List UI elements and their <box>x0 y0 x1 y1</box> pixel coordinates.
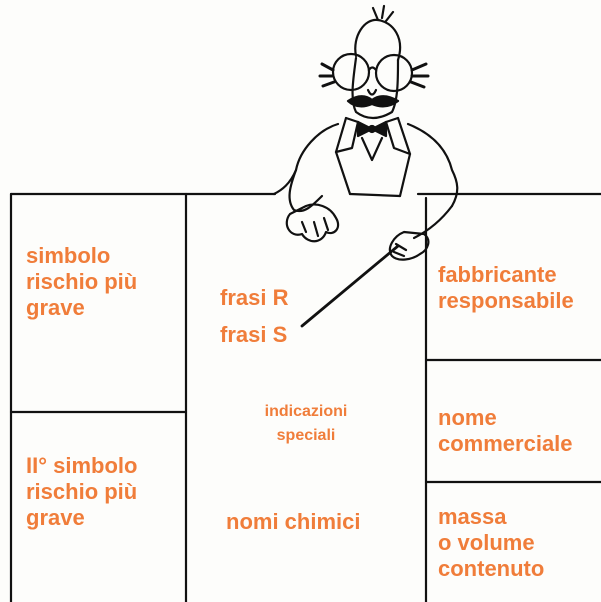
mass-volume-line-2: o volume <box>438 529 535 555</box>
mass-volume-line-3: contenuto <box>438 555 545 581</box>
r-phrases-label: frasi R <box>220 285 289 310</box>
manufacturer-line-2: responsabile <box>438 287 574 313</box>
manufacturer-label: fabbricante responsabile <box>438 262 574 314</box>
second-hazard-line-2: rischio più <box>26 478 138 504</box>
mass-volume-label: massa o volume contenuto <box>438 504 544 582</box>
manufacturer-line-1: fabbricante <box>438 262 557 287</box>
hazard-symbol-line-3: grave <box>26 294 85 320</box>
mass-volume-line-1: massa <box>438 504 507 529</box>
s-phrases-label: frasi S <box>220 322 288 347</box>
second-hazard-line-1: II° simbolo <box>26 453 138 478</box>
second-hazard-line-3: grave <box>26 504 85 530</box>
panel-borders <box>9 192 601 602</box>
hazard-symbol-line-1: simbolo <box>26 243 111 268</box>
trade-name-label: nome commerciale <box>438 405 573 457</box>
trade-name-line-2: commerciale <box>438 430 573 456</box>
special-indications-line-1: indicazioni <box>264 403 348 420</box>
special-indications-label: indicazioni speciali <box>236 400 376 448</box>
second-hazard-symbol-label: II° simbolo rischio più grave <box>26 453 137 531</box>
scientist-illustration <box>272 4 459 328</box>
hazard-symbol-line-2: rischio più <box>26 268 138 294</box>
special-indications-line-2: speciali <box>276 427 336 444</box>
trade-name-line-1: nome <box>438 405 497 430</box>
chemical-names-label: nomi chimici <box>226 509 361 534</box>
hazard-symbol-label: simbolo rischio più grave <box>26 243 137 321</box>
